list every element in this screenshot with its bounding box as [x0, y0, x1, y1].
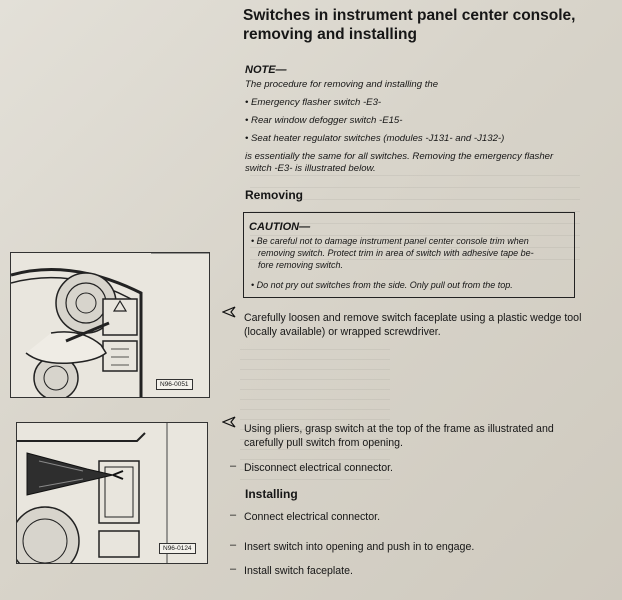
- note-item: • Seat heater regulator switches (module…: [245, 133, 505, 144]
- step-insert-switch: Insert switch into opening and push in t…: [244, 541, 475, 553]
- step-connect-connector: Connect electrical connector.: [244, 511, 381, 523]
- arrowhead-icon: [221, 415, 236, 433]
- note-outro: is essentially the same for all switches…: [245, 151, 554, 162]
- removing-heading: Removing: [245, 188, 304, 202]
- figure-pliers-switch: N96-0124: [16, 422, 208, 564]
- caution-line: • Be careful not to damage instrument pa…: [251, 236, 529, 246]
- dash-bullet: –: [230, 563, 237, 575]
- step-loosen-faceplate: Carefully loosen and remove switch facep…: [244, 311, 581, 339]
- step-disconnect-connector: Disconnect electrical connector.: [244, 462, 393, 474]
- figure-label: N96-0051: [156, 379, 193, 390]
- page-title-line1: Switches in instrument panel center cons…: [243, 7, 576, 24]
- dash-bullet: –: [230, 509, 237, 521]
- installing-heading: Installing: [245, 487, 298, 501]
- step-text: carefully pull switch from opening.: [244, 437, 403, 449]
- note-intro: The procedure for removing and installin…: [245, 79, 439, 90]
- bleed-through-pattern: [250, 170, 580, 260]
- caution-line: removing switch. Protect trim in area of…: [258, 248, 534, 258]
- caution-line: fore removing switch.: [258, 260, 344, 270]
- caution-box: CAUTION— • Be careful not to damage inst…: [243, 212, 575, 298]
- page-title-line2: removing and installing: [243, 26, 417, 43]
- page-title: Switches in instrument panel center cons…: [243, 6, 613, 44]
- dash-bullet: –: [230, 539, 237, 551]
- note-outro: switch -E3- is illustrated below.: [245, 163, 376, 174]
- bleed-through-pattern: [240, 340, 390, 480]
- figure-switch-faceplate: N96-0051: [10, 252, 210, 398]
- step-install-faceplate: Install switch faceplate.: [244, 565, 353, 577]
- caution-line: • Do not pry out switches from the side.…: [251, 280, 513, 290]
- dash-bullet: –: [230, 460, 237, 472]
- note-item: • Rear window defogger switch -E15-: [245, 115, 403, 126]
- step-text: (locally available) or wrapped screwdriv…: [244, 326, 441, 338]
- faceplate-illustration: [11, 253, 209, 397]
- note-item: • Emergency flasher switch -E3-: [245, 97, 382, 108]
- note-heading: NOTE—: [245, 64, 287, 76]
- step-text: Using pliers, grasp switch at the top of…: [244, 423, 554, 435]
- step-pull-switch: Using pliers, grasp switch at the top of…: [244, 422, 554, 450]
- caution-heading: CAUTION—: [249, 221, 311, 233]
- step-text: Carefully loosen and remove switch facep…: [244, 312, 582, 324]
- figure-label: N96-0124: [159, 543, 196, 554]
- arrowhead-icon: [221, 305, 236, 323]
- pliers-illustration: [17, 423, 168, 563]
